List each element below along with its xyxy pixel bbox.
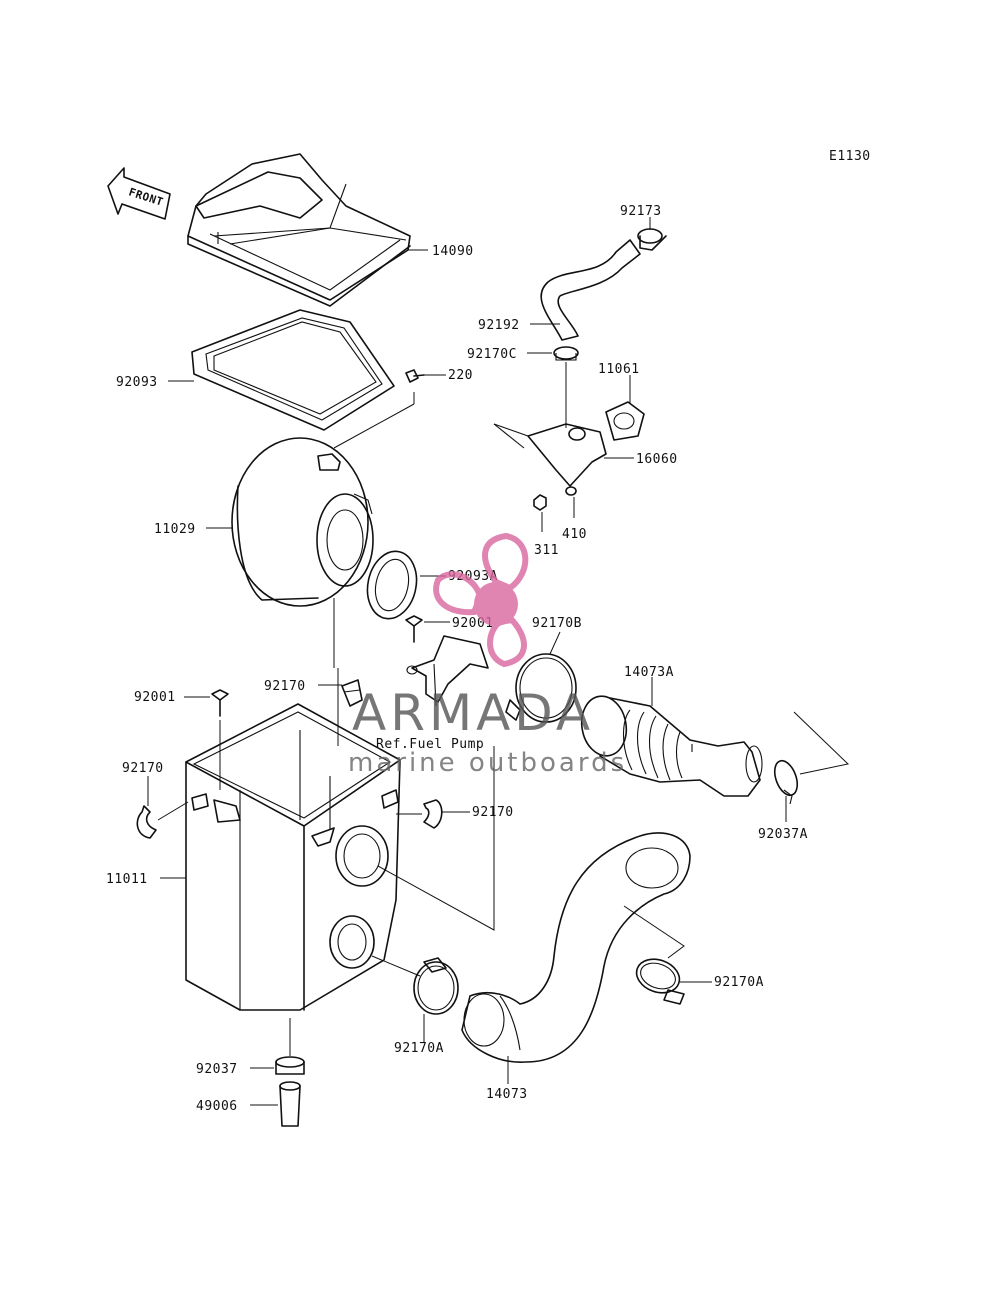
label-92170-right: 92170 bbox=[472, 805, 514, 820]
propeller-logo-icon bbox=[433, 532, 529, 668]
ref-fuel-pump-note: Ref.Fuel Pump bbox=[376, 737, 484, 752]
label-92037: 92037 bbox=[196, 1062, 238, 1077]
label-410: 410 bbox=[562, 527, 587, 542]
clamp-92170a-left bbox=[413, 957, 459, 1015]
breather-body-16060 bbox=[493, 423, 607, 487]
air-filter-element bbox=[231, 437, 374, 607]
nut-311 bbox=[533, 494, 547, 511]
label-92170A-right: 92170A bbox=[714, 975, 764, 990]
label-92001-lower: 92001 bbox=[134, 690, 176, 705]
air-cleaner-case bbox=[185, 703, 401, 1011]
label-11011: 11011 bbox=[106, 872, 148, 887]
intake-duct-14073 bbox=[461, 832, 691, 1063]
washer-410 bbox=[565, 486, 577, 496]
label-14073: 14073 bbox=[486, 1087, 528, 1102]
label-92037A: 92037A bbox=[758, 827, 808, 842]
breather-hose bbox=[540, 239, 641, 341]
label-92093: 92093 bbox=[116, 375, 158, 390]
clip-92170-left bbox=[136, 805, 157, 839]
clamp-92170c bbox=[553, 346, 579, 361]
label-11061: 11061 bbox=[598, 362, 640, 377]
label-14090: 14090 bbox=[432, 244, 474, 259]
label-16060: 16060 bbox=[636, 452, 678, 467]
bolt-92001-upper bbox=[405, 615, 423, 643]
label-49006: 49006 bbox=[196, 1099, 238, 1114]
seal-ring-92093a bbox=[366, 550, 418, 620]
cover-gasket bbox=[191, 309, 395, 431]
screw-220 bbox=[405, 369, 425, 383]
diagram-code: E1130 bbox=[829, 149, 871, 164]
label-92170A-left: 92170A bbox=[394, 1041, 444, 1056]
air-cleaner-cover bbox=[187, 153, 411, 307]
label-311: 311 bbox=[534, 543, 559, 558]
label-220: 220 bbox=[448, 368, 473, 383]
label-92170-top: 92170 bbox=[264, 679, 306, 694]
intake-duct-14073a bbox=[580, 695, 763, 797]
clamp-92173 bbox=[637, 228, 667, 251]
clamp-92170b bbox=[505, 653, 577, 723]
clamp-92037 bbox=[275, 1056, 305, 1075]
clamp-92170a-right bbox=[635, 958, 685, 1005]
armada-watermark: ARMADA marine outboards bbox=[348, 532, 627, 778]
drain-tube-49006 bbox=[279, 1081, 301, 1127]
watermark-subtitle: marine outboards bbox=[348, 748, 627, 778]
clip-92170-right bbox=[423, 799, 443, 829]
gasket-11061 bbox=[605, 401, 645, 441]
front-arrow-icon: FRONT bbox=[107, 167, 171, 220]
clip-92170-top bbox=[341, 679, 363, 707]
label-92173: 92173 bbox=[620, 204, 662, 219]
label-92170-left: 92170 bbox=[122, 761, 164, 776]
clamp-92037a bbox=[773, 759, 799, 805]
front-label: FRONT bbox=[127, 185, 165, 208]
label-14073A: 14073A bbox=[624, 665, 674, 680]
fuel-pump-bracket bbox=[406, 635, 489, 707]
bolt-92001-lower bbox=[211, 689, 229, 717]
watermark-title: ARMADA bbox=[352, 684, 594, 742]
label-92170B: 92170B bbox=[532, 616, 582, 631]
label-11029: 11029 bbox=[154, 522, 196, 537]
label-92192: 92192 bbox=[478, 318, 520, 333]
label-92170C: 92170C bbox=[467, 347, 517, 362]
